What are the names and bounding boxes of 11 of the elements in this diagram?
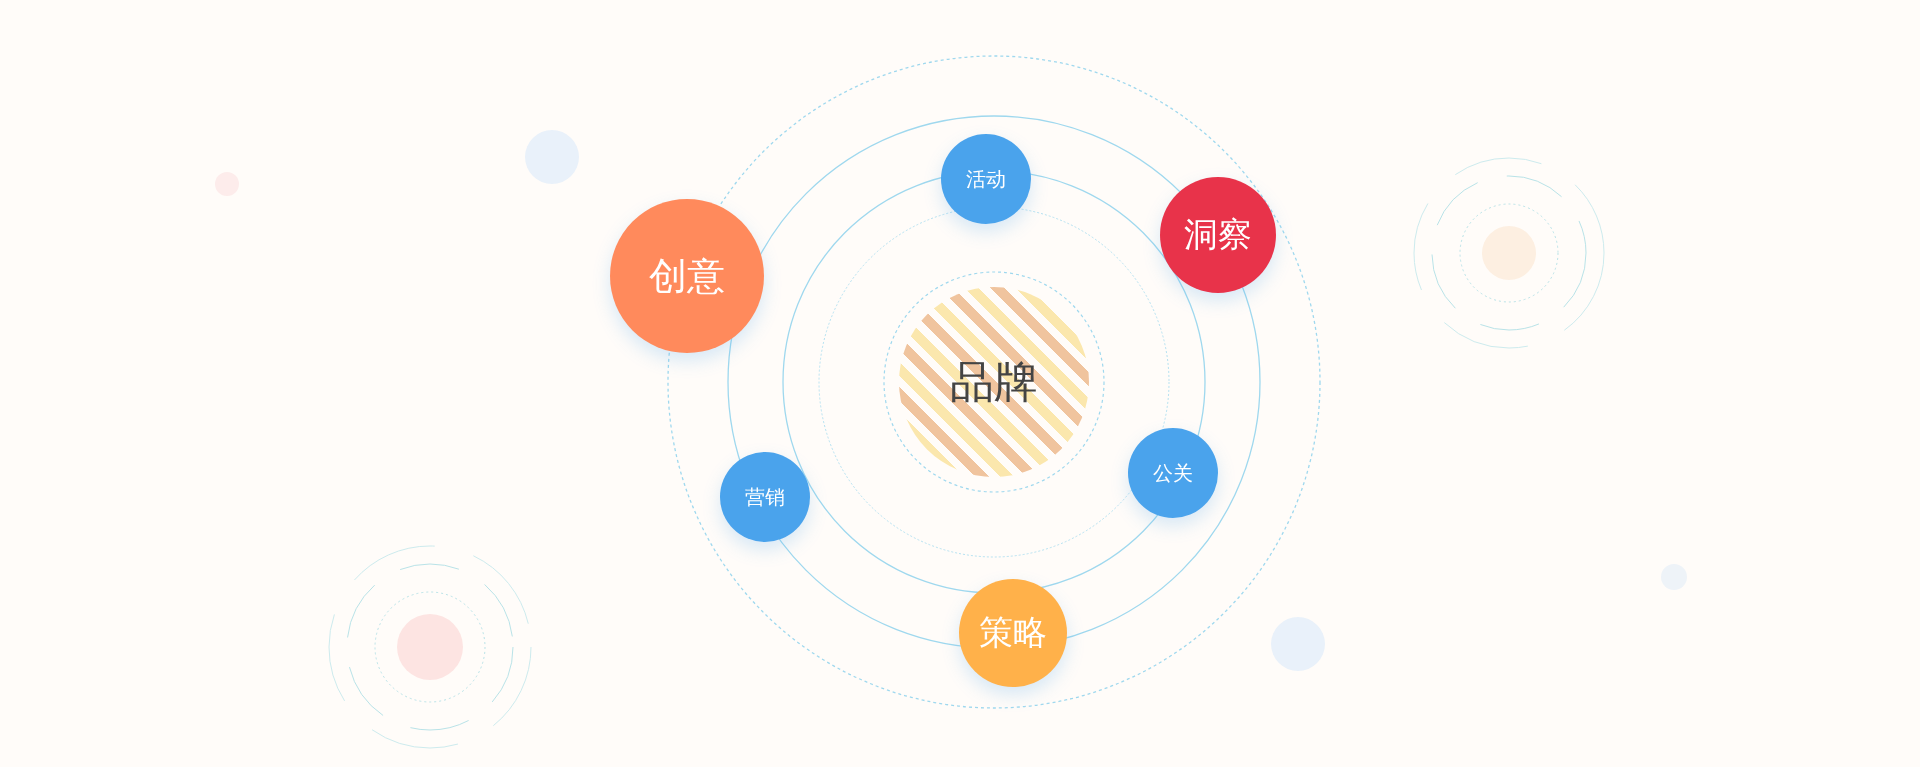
node-label: 创意 [649,252,725,300]
orbit-circle [941,134,1031,224]
node-label: 品牌 [950,354,1038,409]
node-label: 策略 [979,611,1047,654]
orbit-circle [1128,428,1218,518]
orbit-circle [959,579,1067,687]
orbit-circle [720,452,810,542]
node-label: 活动 [966,165,1006,193]
node-label: 公关 [1153,459,1193,487]
node-label: 营销 [745,483,785,511]
node-label: 洞察 [1184,213,1252,256]
